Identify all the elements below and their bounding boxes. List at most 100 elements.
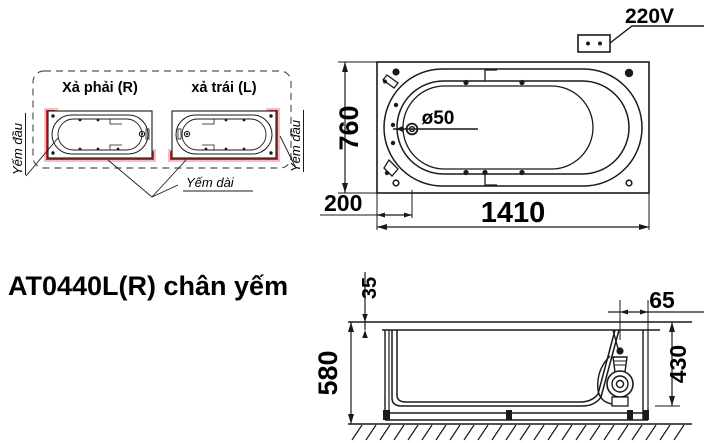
dim-430-group: 430 bbox=[655, 322, 691, 407]
variant-right-xa-trai bbox=[168, 108, 280, 162]
jet-dot bbox=[519, 169, 525, 176]
leader-yem-dau-left bbox=[25, 137, 59, 177]
variants-dashed-frame bbox=[32, 70, 292, 169]
drain-leader-arrow bbox=[396, 126, 403, 132]
dim-arrow bbox=[639, 224, 649, 230]
drain-size-label: ø50 bbox=[422, 108, 455, 129]
dim-arrow bbox=[348, 414, 354, 424]
jet-dot bbox=[390, 140, 396, 146]
handle-bottom-left bbox=[383, 158, 399, 177]
pump-motor-hub bbox=[615, 379, 625, 389]
pump-valve-knob bbox=[616, 347, 624, 355]
variant-label-right: xả trái (L) bbox=[191, 80, 256, 96]
dim-580-group: 580 bbox=[313, 322, 354, 424]
dim-pump-height-label: 430 bbox=[665, 345, 691, 383]
floor-hatch bbox=[351, 424, 685, 441]
overflow-left-variant bbox=[145, 128, 150, 140]
dim-width-label: 1410 bbox=[481, 197, 546, 229]
dim-arrow bbox=[640, 309, 648, 315]
dim-arrow bbox=[377, 212, 385, 218]
jet-dot bbox=[78, 147, 82, 151]
foot-block bbox=[383, 410, 390, 420]
corner-fitting bbox=[624, 68, 634, 78]
pump-base bbox=[611, 396, 629, 407]
pump-motor-ring bbox=[611, 375, 629, 393]
jet-dot bbox=[463, 79, 469, 86]
jet-dot bbox=[242, 118, 246, 122]
leader-yem-dai-right bbox=[151, 159, 187, 198]
power-label: 220V bbox=[625, 5, 674, 28]
dim-arrow bbox=[669, 322, 675, 332]
dim-arrow bbox=[348, 322, 354, 332]
jet-dot bbox=[224, 118, 228, 122]
tub-seam-bottom-left bbox=[109, 144, 122, 150]
socket-hole bbox=[586, 41, 590, 46]
dim-total-height-label: 580 bbox=[313, 350, 343, 395]
jet-dot bbox=[463, 169, 469, 176]
jet-dot bbox=[242, 147, 246, 151]
foot-dot bbox=[51, 151, 55, 155]
foot-dot bbox=[269, 151, 273, 155]
tub-basin-left bbox=[57, 118, 143, 151]
yem-dau-left-label: Yếm đầu bbox=[10, 123, 25, 175]
leader-yem-dau-right bbox=[279, 135, 297, 169]
dim-arrow bbox=[404, 212, 412, 218]
jet-dot bbox=[393, 102, 399, 108]
dim-35-group: 35 bbox=[359, 272, 381, 338]
pump-assembly bbox=[597, 329, 634, 407]
dim-1410-group: 1410 bbox=[376, 193, 650, 230]
dim-arrow bbox=[620, 309, 628, 315]
tub-seam-bottom-right bbox=[202, 144, 215, 150]
variants-panel: Xả phải (R) xả trái (L) Yếm đầu Yếm đầu … bbox=[10, 70, 304, 198]
tub-seam-top-left bbox=[109, 119, 122, 125]
variant-label-left: Xả phải (R) bbox=[62, 80, 138, 96]
dim-arrow bbox=[669, 396, 675, 406]
drain-core bbox=[140, 132, 144, 136]
jet-dot bbox=[96, 118, 100, 122]
variant-left-xa-phai bbox=[44, 108, 156, 162]
tub-plan-rim bbox=[383, 68, 643, 187]
dim-arrow bbox=[342, 183, 348, 193]
tub-profile-outer bbox=[391, 329, 620, 407]
jet-dot bbox=[390, 122, 396, 128]
dim-arrow bbox=[377, 224, 387, 230]
handle-body bbox=[383, 158, 399, 177]
tub-profile-inner bbox=[396, 329, 616, 403]
tub-plan-outline bbox=[376, 61, 650, 194]
yem-dai-label: Yếm dài bbox=[186, 175, 235, 190]
drain-left-variant bbox=[138, 130, 146, 138]
foot-block bbox=[627, 410, 633, 420]
dim-rim-thickness-label: 35 bbox=[359, 277, 381, 299]
power-socket-icon bbox=[577, 34, 611, 53]
dim-65-group: 65 bbox=[608, 287, 704, 340]
jet-dot bbox=[204, 147, 208, 151]
tub-plan-basin bbox=[396, 80, 630, 175]
tub-seam-top-right bbox=[202, 119, 215, 125]
dim-pump-offset-label: 65 bbox=[649, 287, 675, 313]
jet-dot bbox=[482, 169, 488, 176]
foot-block bbox=[643, 410, 649, 420]
faucet-knob bbox=[383, 79, 387, 84]
corner-fitting bbox=[392, 179, 400, 187]
corner-fitting bbox=[392, 68, 400, 76]
dim-arrow bbox=[362, 314, 368, 322]
drain-callout-group: ø50 bbox=[393, 108, 478, 136]
overflow-right-variant bbox=[177, 128, 182, 140]
yem-dau-left-group: Yếm đầu bbox=[10, 113, 26, 175]
faucet-top-left bbox=[382, 74, 399, 89]
dim-height-label: 760 bbox=[334, 105, 364, 150]
drain-core bbox=[185, 132, 189, 136]
plan-seam-top bbox=[484, 69, 497, 81]
plan-seam-bottom bbox=[484, 174, 497, 186]
jet-dot bbox=[96, 147, 100, 151]
dim-offset-label: 200 bbox=[324, 190, 362, 216]
top-view-plan: 220V bbox=[320, 5, 704, 230]
tub-basin-right bbox=[181, 118, 267, 151]
dim-200-group: 200 bbox=[320, 190, 413, 218]
leader-220v bbox=[609, 25, 704, 44]
corner-fitting bbox=[625, 179, 633, 187]
foot-block bbox=[506, 410, 512, 420]
page-title: AT0440L(R) chân yếm bbox=[8, 271, 288, 301]
foot-dot bbox=[51, 114, 55, 118]
